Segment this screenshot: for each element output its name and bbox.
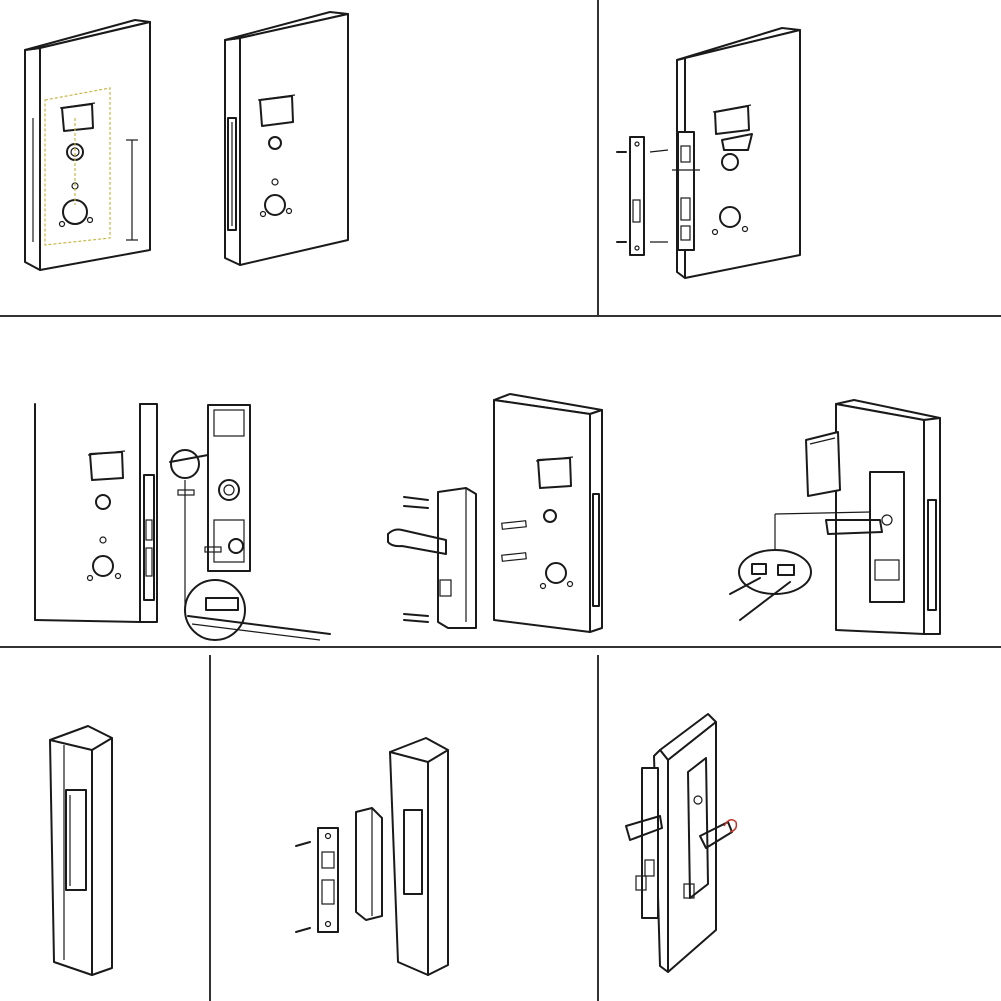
mortise-pocket [227,117,237,231]
strike-recess [403,809,423,895]
panel-drill-template [24,19,151,271]
door-slab [24,19,151,271]
mortise-faceplate [927,499,937,611]
mortise-faceplate [143,474,155,601]
spindle [501,520,527,562]
panel-mortise-insert [616,27,801,279]
spindle [177,489,222,553]
strike-recess [65,789,87,891]
rear-lock-unit [869,471,905,603]
strike-plate [317,827,339,933]
lever-handle [825,519,883,535]
face-plate [629,136,645,256]
card-slot [721,133,753,151]
door-slab [34,403,158,623]
cylinder [635,875,695,899]
panel-front-handle-mount [387,393,603,633]
dimension-line [126,139,138,241]
mortise-body [672,131,700,251]
rear-lock-unit [207,404,251,572]
panel-rear-unit-connect [729,399,941,635]
panel-strike-plate-mount [295,737,449,976]
connector-callout [729,511,871,621]
screw [295,841,311,933]
screw [403,496,429,623]
front-plate [437,487,477,629]
panel-mortise-cut [224,11,349,266]
lever-handle [387,528,447,555]
panel-assembled-lock [625,713,738,973]
screw [616,151,627,243]
cable-detail-callout [169,449,331,641]
drill-template [44,87,111,246]
strike-box [355,807,383,921]
battery-cover [805,431,841,497]
front-plate [641,767,659,919]
panel-frame-cut [49,725,113,976]
mortise-faceplate [592,493,600,607]
rear-lock-unit [687,757,709,899]
panel-rear-unit-wiring [34,403,331,641]
door-slab [493,393,603,633]
